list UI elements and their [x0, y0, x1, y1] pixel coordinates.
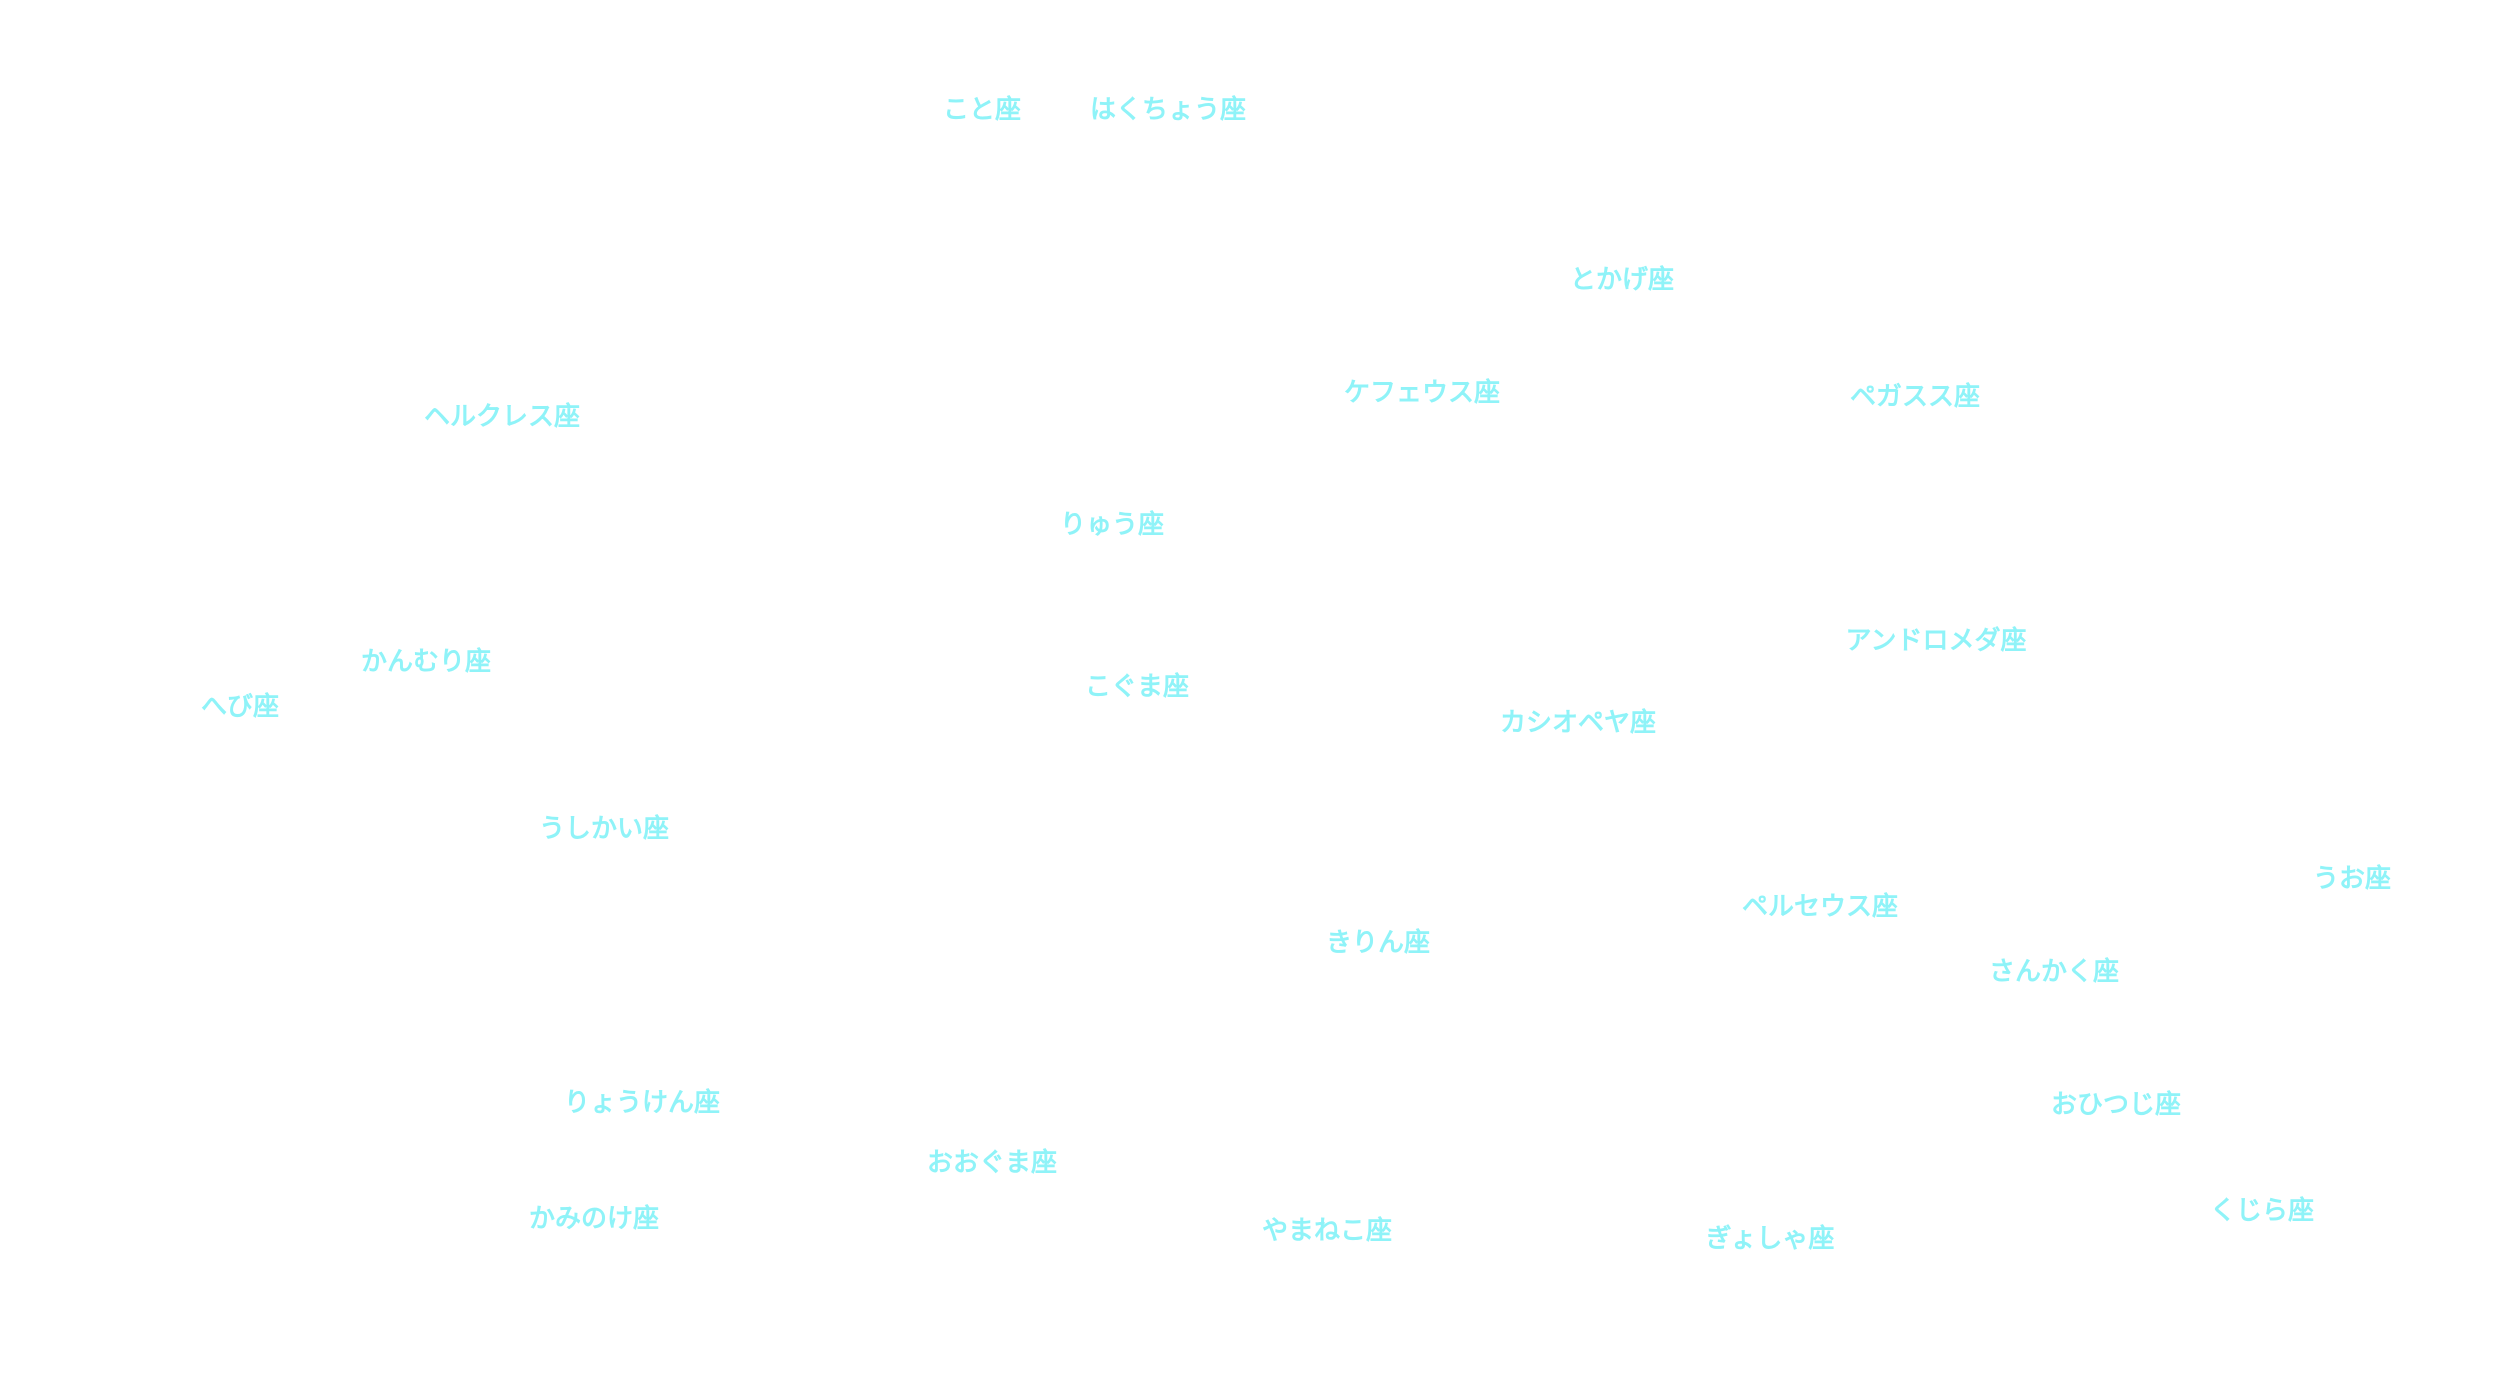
constellation-label-ryu: りゅう座: [1059, 510, 1165, 540]
constellation-label-ohitsuji: おひつじ座: [2050, 1090, 2182, 1120]
constellation-label-kashiopeya: カシオペヤ座: [1499, 708, 1657, 738]
constellation-label-ryoken: りょうけん座: [563, 1088, 721, 1118]
constellation-label-gyosha: ぎょしゃ座: [1705, 1224, 1835, 1254]
constellation-label-peruseusu: ペルセウス座: [1741, 892, 1899, 922]
constellation-label-koguma: こぐま座: [1084, 672, 1190, 702]
constellation-label-ooguma: おおぐま座: [926, 1148, 1058, 1178]
constellation-label-hebi: へび座: [200, 692, 280, 722]
constellation-label-koto: こと座: [942, 95, 1022, 125]
constellation-label-yamaneko: やまねこ座: [1261, 1216, 1393, 1246]
constellation-label-kaminoke: かみのけ座: [528, 1204, 660, 1234]
constellation-label-kanmuri: かんむり座: [360, 647, 492, 677]
constellation-label-kefeusu: ケフェウス座: [1343, 378, 1501, 408]
constellation-label-kirin: きりん座: [1325, 928, 1431, 958]
constellation-label-andoromeda: アンドロメダ座: [1845, 626, 2027, 656]
constellation-label-uo: うお座: [2312, 864, 2392, 894]
constellation-label-kujira: くじら座: [2209, 1196, 2315, 1226]
constellation-label-pegasusu: ペガスス座: [1849, 382, 1981, 412]
constellation-label-tokage: とかげ座: [1569, 265, 1675, 295]
constellation-label-herukuresu: ヘルクレス座: [423, 402, 581, 432]
constellation-label-sankaku: さんかく座: [1988, 957, 2120, 987]
constellation-label-hakucho: はくちょう座: [1089, 95, 1247, 125]
constellation-label-ushikai: うしかい座: [538, 814, 670, 844]
